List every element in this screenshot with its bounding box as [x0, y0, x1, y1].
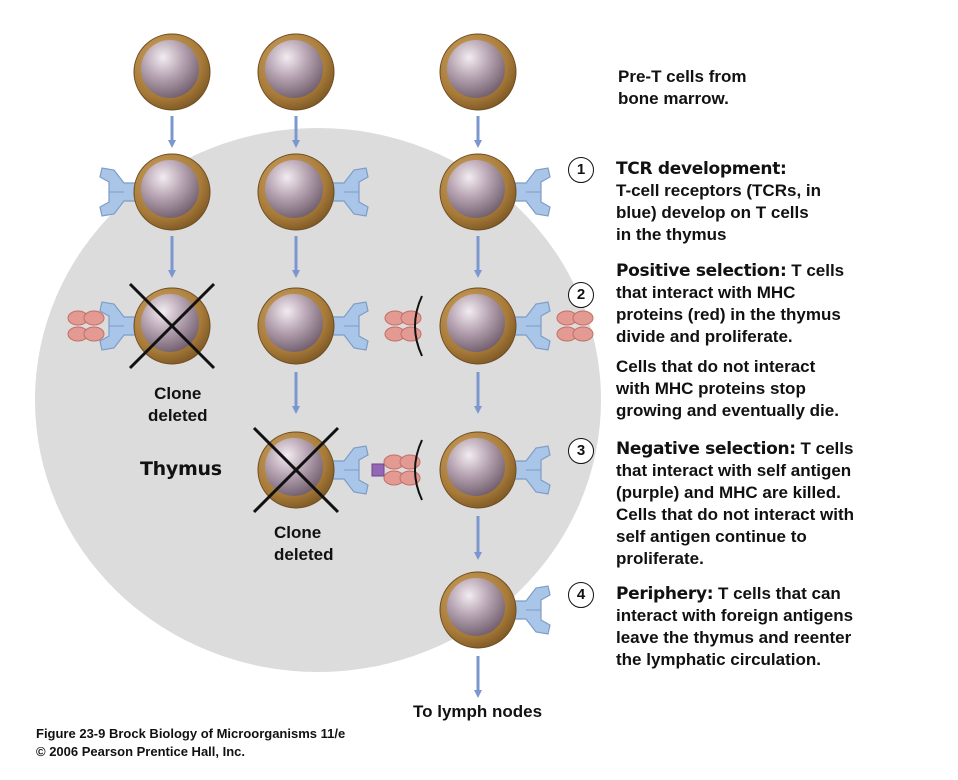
pre-t-cell-left: [133, 33, 211, 111]
step-4-first-rest: T cells that can: [713, 584, 841, 603]
mhc-lobe: [83, 310, 105, 326]
cells: [67, 33, 594, 649]
mhc-lobe: [400, 326, 422, 342]
step-3-text: Negative selection: T cells that interac…: [616, 438, 946, 570]
caption-line-2: © 2006 Pearson Prentice Hall, Inc.: [36, 744, 246, 759]
step-2-first-rest: T cells: [786, 261, 845, 280]
cell-nucleus: [447, 294, 505, 352]
step-2-line: that interact with MHC: [616, 283, 796, 302]
cell-nucleus: [447, 578, 505, 636]
step-1-line: blue) develop on T cells: [616, 203, 809, 222]
step-3-line: that interact with self antigen: [616, 461, 852, 480]
cell-nucleus: [141, 40, 199, 98]
mhc-lobe: [400, 310, 422, 326]
step-2-text: Positive selection: T cells that interac…: [616, 260, 946, 422]
t-cell-selected: [439, 287, 517, 365]
tcr-receptor: [99, 167, 137, 217]
membrane-bracket: [414, 295, 423, 357]
step-2-extra-line: Cells that do not interact: [616, 357, 816, 376]
cell-nucleus: [141, 160, 199, 218]
step-4-line: interact with foreign antigens: [616, 606, 854, 625]
step-2-line: proteins (red) in the thymus: [616, 305, 841, 324]
step-2-extra-line: with MHC proteins stop: [616, 379, 806, 398]
pre-t-line-2: bone marrow.: [618, 89, 729, 108]
pre-t-line-1: Pre-T cells from: [618, 67, 747, 86]
pre-t-cell-right: [439, 33, 517, 111]
tcr-receptor: [331, 301, 369, 351]
tcr-receptor: [99, 301, 137, 351]
thymus-region: [35, 128, 601, 672]
tcr-receptor: [331, 167, 369, 217]
clone-label-word: deleted: [274, 545, 334, 564]
step-3-line: self antigen continue to: [616, 527, 807, 546]
clone-label-word: Clone: [274, 523, 322, 542]
tcr-receptor: [513, 445, 551, 495]
deletion-cross: [128, 282, 216, 370]
tcr-receptor: [513, 167, 551, 217]
pre-t-cell-middle: [257, 33, 335, 111]
step-4-line: the lymphatic circulation.: [616, 650, 821, 669]
tcr-receptor: [513, 301, 551, 351]
step-2-title: Positive selection:: [616, 261, 787, 281]
thymus-label: Thymus: [140, 458, 222, 480]
arrows: [168, 116, 482, 698]
mhc-protein: [67, 310, 105, 342]
membrane-bracket: [414, 439, 423, 501]
cell-nucleus: [265, 160, 323, 218]
step-3-line: Cells that do not interact with: [616, 505, 855, 524]
step-3-title: Negative selection:: [616, 439, 796, 459]
step-3-line: (purple) and MHC are killed.: [616, 483, 841, 502]
t-cell-tcr-right: [439, 153, 517, 231]
step-3-first-rest: T cells: [795, 439, 854, 458]
step-1-title: TCR development:: [616, 159, 787, 179]
figure-caption: Figure 23-9 Brock Biology of Microorgani…: [36, 725, 345, 761]
step-1-line: in the thymus: [616, 225, 727, 244]
tcr-receptor: [331, 445, 369, 495]
clone-deleted-label-1: Clone deleted: [148, 383, 208, 427]
cell-nucleus: [265, 294, 323, 352]
step-2-line: divide and proliferate.: [616, 327, 793, 346]
clone-label-word: deleted: [148, 406, 208, 425]
mhc-lobe: [572, 326, 594, 342]
cell-nucleus: [447, 438, 505, 496]
step-4-title: Periphery:: [616, 584, 714, 604]
step-3-marker: 3: [568, 438, 594, 464]
mhc-lobe: [83, 326, 105, 342]
t-cell-tcr-middle: [257, 153, 335, 231]
deletion-cross: [252, 426, 340, 514]
caption-line-1: Figure 23-9 Brock Biology of Microorgani…: [36, 726, 346, 741]
clone-deleted-label-2: Clone deleted: [274, 522, 334, 566]
step-1-text: TCR development: T-cell receptors (TCRs,…: [616, 158, 946, 246]
clone-label-word: Clone: [154, 384, 202, 403]
t-cell-survivor: [439, 431, 517, 509]
pre-t-cells-note: Pre-T cells from bone marrow.: [618, 66, 747, 110]
mhc-protein: [556, 310, 594, 342]
step-1-line: T-cell receptors (TCRs, in: [616, 181, 821, 200]
t-cell-tcr-left: [133, 153, 211, 231]
lymph-nodes-label: To lymph nodes: [413, 702, 543, 721]
t-cell-periphery: [439, 571, 517, 649]
step-2-marker: 2: [568, 282, 594, 308]
self-antigen: [371, 463, 385, 477]
step-4-line: leave the thymus and reenter: [616, 628, 852, 647]
cell-nucleus: [447, 40, 505, 98]
step-3-line: proliferate.: [616, 549, 704, 568]
t-cell-selected: [257, 287, 335, 365]
cell-nucleus: [265, 40, 323, 98]
step-4-text: Periphery: T cells that can interact wit…: [616, 583, 946, 671]
step-4-marker: 4: [568, 582, 594, 608]
cell-nucleus: [447, 160, 505, 218]
step-2-extra-line: growing and eventually die.: [616, 401, 839, 420]
step-1-marker: 1: [568, 157, 594, 183]
mhc-lobe: [572, 310, 594, 326]
tcr-receptor: [513, 585, 551, 635]
